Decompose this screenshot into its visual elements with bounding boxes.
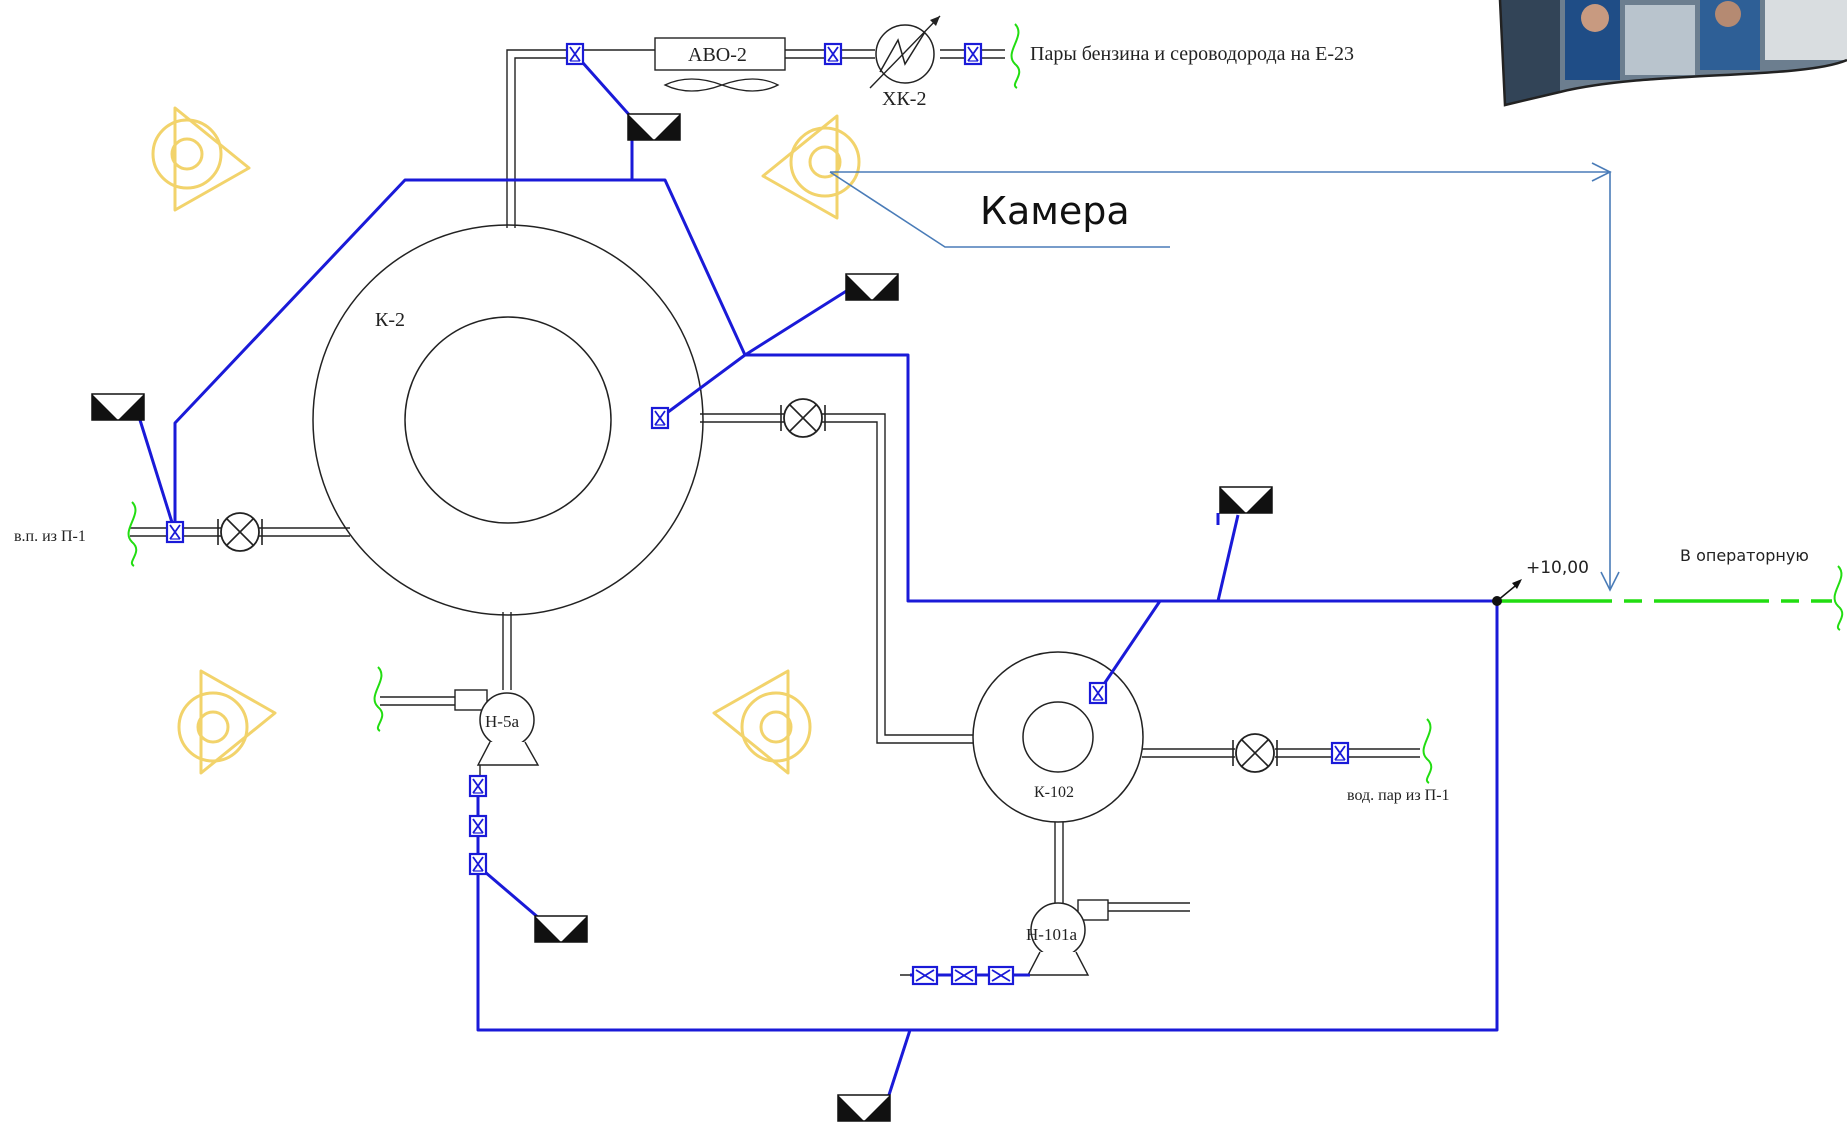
- cable-to-operator-room: [1492, 579, 1832, 606]
- heat-exchanger-xk2: [869, 15, 941, 89]
- gas-detector-icon[interactable]: [91, 393, 145, 421]
- pipe-break-mark: [1010, 23, 1021, 89]
- gas-detector-icon[interactable]: [534, 915, 588, 943]
- gas-detector-icon[interactable]: [845, 273, 899, 301]
- label-camera: Камера: [980, 189, 1130, 233]
- pump-h5a: [454, 689, 540, 766]
- surveillance-camera-icon[interactable]: [761, 114, 861, 220]
- cable-junction-box-icon[interactable]: [823, 42, 843, 66]
- label-steam-in: в.п. из П-1: [14, 528, 86, 545]
- gas-detector-icon[interactable]: [837, 1094, 891, 1122]
- pipe-break-mark: [1422, 718, 1433, 784]
- cable-junction-box-icon[interactable]: [963, 42, 983, 66]
- pump-h101a: [1026, 899, 1109, 976]
- cable-junction-box-icon[interactable]: [468, 814, 488, 838]
- cable-junction-box-icon[interactable]: [1088, 681, 1108, 705]
- cable-junction-box-icon[interactable]: [468, 774, 488, 798]
- gas-detector-icon[interactable]: [627, 113, 681, 141]
- cable-junction-box-icon[interactable]: [565, 42, 585, 66]
- air-cooler-avo2: [654, 37, 786, 92]
- junction-chain-h101a: [911, 965, 1015, 986]
- label-h101a: Н-101а: [1026, 925, 1077, 944]
- label-avo: АВО-2: [688, 44, 747, 66]
- cable-junction-box-icon[interactable]: [650, 406, 670, 430]
- label-vapors: Пары бензина и сероводорода на Е-23: [1030, 43, 1354, 65]
- operators-photo-inset: [1498, 0, 1847, 107]
- label-xk: ХК-2: [882, 88, 926, 110]
- gate-valve-icon[interactable]: [780, 398, 826, 438]
- surveillance-camera-icon[interactable]: [712, 669, 812, 775]
- column-k2: [312, 224, 704, 616]
- label-h5a: Н-5а: [485, 712, 519, 731]
- surveillance-camera-icon[interactable]: [151, 106, 251, 212]
- gate-valve-icon[interactable]: [1232, 733, 1278, 773]
- surveillance-camera-icon[interactable]: [177, 669, 277, 775]
- gas-detector-icon[interactable]: [1219, 486, 1273, 514]
- pipe-break-mark: [127, 501, 138, 567]
- cable-junction-box-icon[interactable]: [1330, 741, 1350, 765]
- pipe-break-mark: [373, 666, 384, 732]
- gate-valve-icon[interactable]: [217, 512, 263, 552]
- label-elevation: +10,00: [1526, 558, 1589, 578]
- cable-junction-box-icon[interactable]: [165, 520, 185, 544]
- camera-callout: [829, 162, 1620, 592]
- label-operator-room: В операторную: [1680, 546, 1809, 565]
- label-k102: К-102: [1034, 784, 1074, 801]
- cable-junction-box-icon[interactable]: [468, 852, 488, 876]
- pipe-break-mark: [1833, 565, 1844, 631]
- signal-cabling: [138, 53, 1499, 1099]
- label-steam-in2: вод. пар из П-1: [1347, 787, 1450, 804]
- label-k2: К-2: [375, 309, 405, 331]
